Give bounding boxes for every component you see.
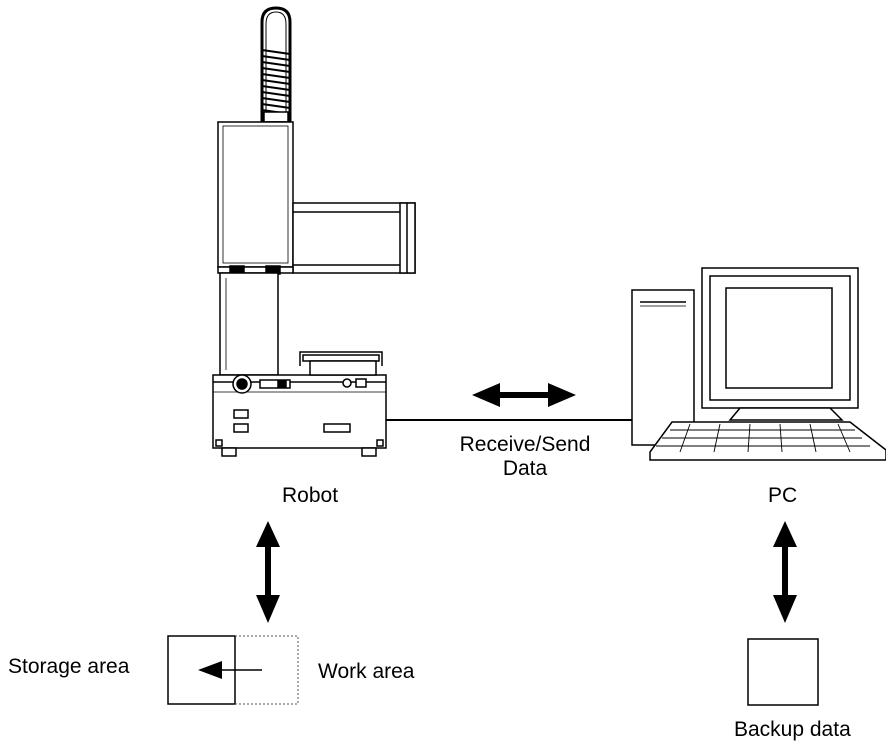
robot-cable xyxy=(260,6,292,150)
robot-label: Robot xyxy=(282,484,339,507)
robot-upper-column xyxy=(217,121,294,268)
cable-spring xyxy=(261,49,291,115)
robot-lower-column xyxy=(219,272,279,376)
backup-data-box xyxy=(747,638,819,706)
robot-storage-arrow xyxy=(256,521,280,623)
storage-area-label: Storage area xyxy=(8,655,130,678)
pc-screen xyxy=(725,287,833,389)
transfer-label: Receive/Send Data xyxy=(430,433,620,481)
work-area-box xyxy=(235,635,299,705)
transfer-arrow xyxy=(472,383,576,407)
pc-keyboard xyxy=(649,421,886,461)
pc-illustration xyxy=(631,267,886,461)
move-arrow xyxy=(198,661,262,679)
pc-backup-arrow xyxy=(773,521,797,623)
work-area-label: Work area xyxy=(318,660,415,683)
transfer-label-line1: Receive/Send xyxy=(459,433,591,456)
backup-data-label: Backup data xyxy=(734,718,851,741)
robot-arm xyxy=(292,202,416,274)
pc-tower xyxy=(631,289,695,446)
pc-label: PC xyxy=(768,484,798,507)
robot-controller xyxy=(212,351,387,457)
robot-illustration xyxy=(212,6,416,457)
transfer-label-line2: Data xyxy=(502,457,548,480)
